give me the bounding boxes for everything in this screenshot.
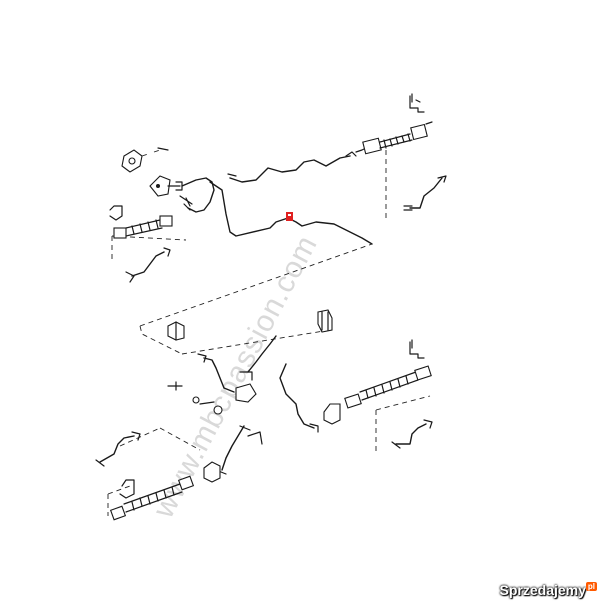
bolts-mid: [167, 381, 257, 415]
red-marker: [286, 212, 293, 221]
short-pipe-left: [125, 247, 171, 283]
brake-pipe-mid: [197, 335, 319, 433]
bracket-top-left: [121, 147, 169, 173]
bracket-right-low: [323, 403, 341, 425]
brake-pipe-upper: [181, 151, 373, 245]
clip-top-right: [409, 93, 425, 113]
junction-block-mid: [317, 309, 333, 333]
logo-brand: Sprzedajemy: [499, 582, 586, 598]
flex-hose-top-right: [355, 121, 433, 155]
flex-hose-left: [111, 215, 187, 262]
proportioning-valve: [149, 175, 193, 207]
clip-lower-left: [119, 479, 135, 499]
flex-hose-right-mid: [344, 365, 432, 409]
watermark: www.mbcpassion.com: [147, 230, 324, 524]
clip-right-mid: [409, 339, 425, 359]
short-pipe-right: [403, 175, 447, 211]
short-pipe-right-low: [391, 419, 433, 449]
bracket-lower-center: [203, 461, 221, 483]
clip-left: [109, 205, 123, 221]
flex-hose-lower-left: [107, 475, 195, 521]
dash-frame-mid: [139, 243, 373, 355]
logo-suffix: pl: [585, 582, 597, 592]
short-pipe-lower-left: [95, 431, 141, 467]
dash-guide-right-mid: [375, 395, 431, 452]
connector-mid-left: [167, 321, 185, 341]
dash-frame-lower-left: [119, 427, 201, 451]
